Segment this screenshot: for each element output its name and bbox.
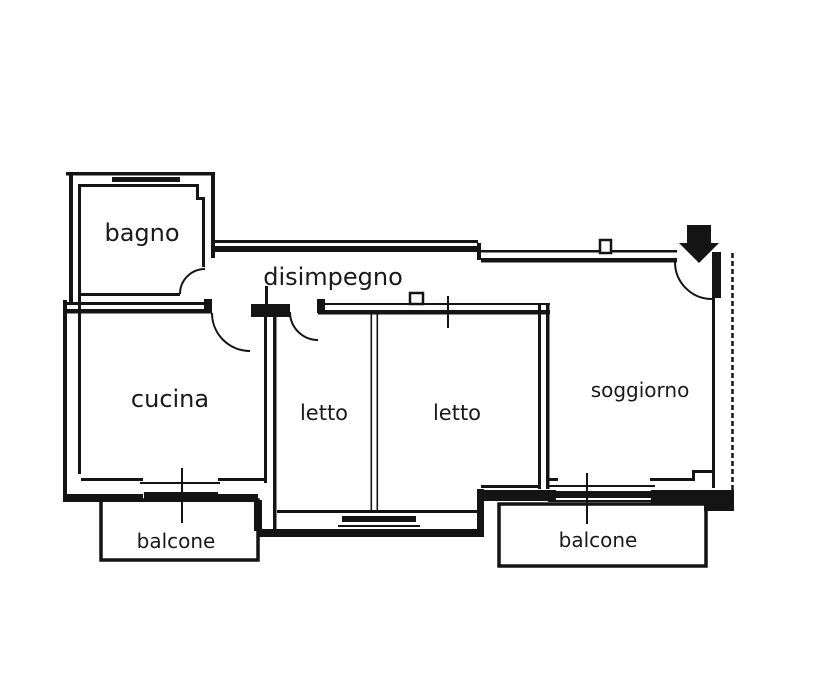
room-label-letto-1: letto — [300, 401, 348, 425]
letto2-wall-tick — [447, 296, 449, 328]
entrance-arrow-stem — [687, 225, 711, 244]
windows — [112, 177, 655, 527]
bagno-top-inner-wall — [78, 184, 199, 187]
room-label-disimpegno: disimpegno — [263, 263, 403, 291]
bagno-door-arc — [179, 268, 206, 295]
cucina-door-jamb — [204, 299, 212, 313]
balcone-1-outline — [99, 498, 260, 562]
letto2-soggiorno-divider-right — [546, 305, 550, 489]
corridor-top-wall-upper-right — [481, 250, 677, 253]
room-label-balcone-2: balcone — [559, 528, 638, 552]
letto-window — [342, 516, 416, 522]
corridor-top-wall-upper-left — [215, 240, 478, 243]
letto1-door-jamb — [317, 299, 325, 313]
entrance-arrow-head — [679, 243, 719, 263]
soggiorno-balcony-door-tick — [586, 473, 588, 524]
soggiorno-balcony-door-sill-top — [548, 485, 655, 487]
corridor-top-wall-step — [477, 243, 481, 260]
cucina-balcony-door-tick — [181, 468, 183, 523]
entrance-arrow-icon — [679, 225, 719, 263]
soggiorno-bottom-inner-left — [548, 478, 558, 481]
cucina-bottom-outer-left — [63, 494, 143, 502]
soggiorno-bottom-inner-right — [650, 478, 694, 481]
letto2-soggiorno-divider-left — [538, 305, 541, 489]
bottom-right-corner-piece — [704, 503, 734, 511]
door-arcs — [179, 261, 713, 352]
room-label-soggiorno: soggiorno — [591, 378, 690, 402]
bagno-window — [112, 177, 180, 182]
walls — [63, 172, 734, 537]
soggiorno-balcony-door-sill-bottom — [548, 500, 655, 502]
soggiorno-bottom-outer-left — [482, 490, 556, 501]
letto2-wall-pilaster — [408, 291, 425, 306]
room-label-cucina: cucina — [131, 385, 209, 413]
corridor-top-wall-lower-left — [211, 246, 481, 252]
letto-top-wall-lower — [318, 310, 550, 315]
bottom-right-step — [477, 489, 484, 537]
bagno-bottom-inner-wall — [78, 293, 180, 296]
letto-letto-partition-right — [376, 314, 379, 511]
bagno-top-outer-wall — [66, 172, 215, 176]
cucina-letto-divider-left — [264, 317, 267, 483]
entrance-door-arc — [674, 261, 713, 300]
bagno-right-inner-wall — [202, 197, 205, 267]
cucina-bottom-outer-right — [218, 494, 258, 502]
soggiorno-balcony-door — [556, 491, 652, 498]
letto2-notch-wall — [481, 485, 539, 488]
balcone-2-outline — [497, 502, 708, 568]
soggiorno-notch-horizontal — [692, 470, 714, 473]
door-pillar — [251, 304, 290, 317]
cucina-letto-divider-right — [273, 317, 277, 530]
bagno-notch-horizontal — [196, 197, 205, 200]
corridor-wall-pilaster — [598, 238, 613, 255]
cucina-top-wall-upper — [63, 302, 212, 305]
cucina-bottom-inner-left — [81, 478, 143, 481]
right-inner-wall — [712, 296, 715, 488]
cucina-left-outer-wall — [63, 300, 67, 498]
bagno-left-outer-wall — [69, 172, 73, 302]
letto-bottom-outer-wall — [258, 529, 482, 537]
room-label-bagno: bagno — [104, 219, 179, 247]
bagno-right-outer-wall — [211, 172, 215, 258]
letto1-door-arc — [289, 311, 319, 341]
letto-letto-partition-left — [370, 314, 373, 511]
entrance-door-leaf — [712, 252, 721, 298]
corridor-top-wall-lower-right — [481, 258, 677, 263]
room-label-balcone-1: balcone — [137, 529, 216, 553]
letto-window-sill — [338, 525, 420, 527]
cucina-bottom-inner-right — [218, 478, 267, 481]
room-label-letto-2: letto — [433, 401, 481, 425]
soggiorno-bottom-outer-right — [651, 490, 734, 503]
room-labels: bagno disimpegno cucina letto letto sogg… — [104, 219, 689, 553]
bagno-notch-vertical — [196, 184, 199, 200]
cucina-top-wall-lower — [63, 309, 212, 314]
letto-top-wall-upper — [318, 303, 550, 305]
soggiorno-notch-vertical — [692, 470, 695, 481]
letto-bottom-inner-wall — [277, 510, 480, 513]
door-pillar-tick — [265, 286, 268, 305]
cucina-door-arc — [211, 312, 251, 352]
cucina-balcony-door-sill-top — [140, 482, 220, 484]
left-inner-wall — [78, 184, 81, 474]
